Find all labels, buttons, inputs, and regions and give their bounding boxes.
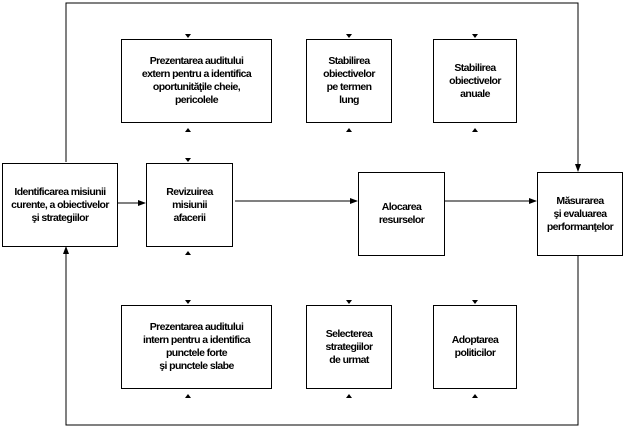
feedback-bottom-line [63, 246, 579, 426]
arrowhead-up [472, 394, 478, 398]
arrowhead-up [346, 128, 352, 132]
node-external-audit: Prezentarea auditului extern pentru a id… [121, 39, 272, 123]
arrowhead-up [472, 128, 478, 132]
arrowhead-up [346, 394, 352, 398]
node-policies: Adoptarea politicilor [433, 305, 517, 389]
arrowhead-up [185, 251, 191, 255]
arrowhead-down [185, 300, 191, 304]
arrowhead-up [185, 394, 191, 398]
arrowhead-down [346, 300, 352, 304]
node-internal-audit: Prezentarea auditului intern pentru a id… [121, 305, 272, 389]
node-identify: Identificarea misiunii curente, a obiect… [2, 163, 118, 247]
node-review: Revizuirea misiunii afacerii [146, 163, 233, 247]
node-long-term-objectives: Stabilirea obiectivelor pe termen lung [306, 39, 392, 123]
arrowhead-down [472, 34, 478, 38]
node-strategy-selection: Selecterea strategiilor de urmat [306, 305, 392, 389]
arrowhead-up [185, 128, 191, 132]
node-resource-allocation: Alocarea resurselor [358, 172, 445, 256]
arrowheads [185, 34, 478, 398]
feedback-top-line [65, 2, 581, 172]
node-performance-measurement: Măsurarea şi evaluarea performanţelor [537, 172, 623, 256]
arrowhead-down [346, 34, 352, 38]
arrowhead-down [185, 158, 191, 162]
arrowhead-down [472, 300, 478, 304]
node-annual-objectives: Stabilirea obiectivelor anuale [433, 39, 517, 123]
arrowhead-down [185, 34, 191, 38]
